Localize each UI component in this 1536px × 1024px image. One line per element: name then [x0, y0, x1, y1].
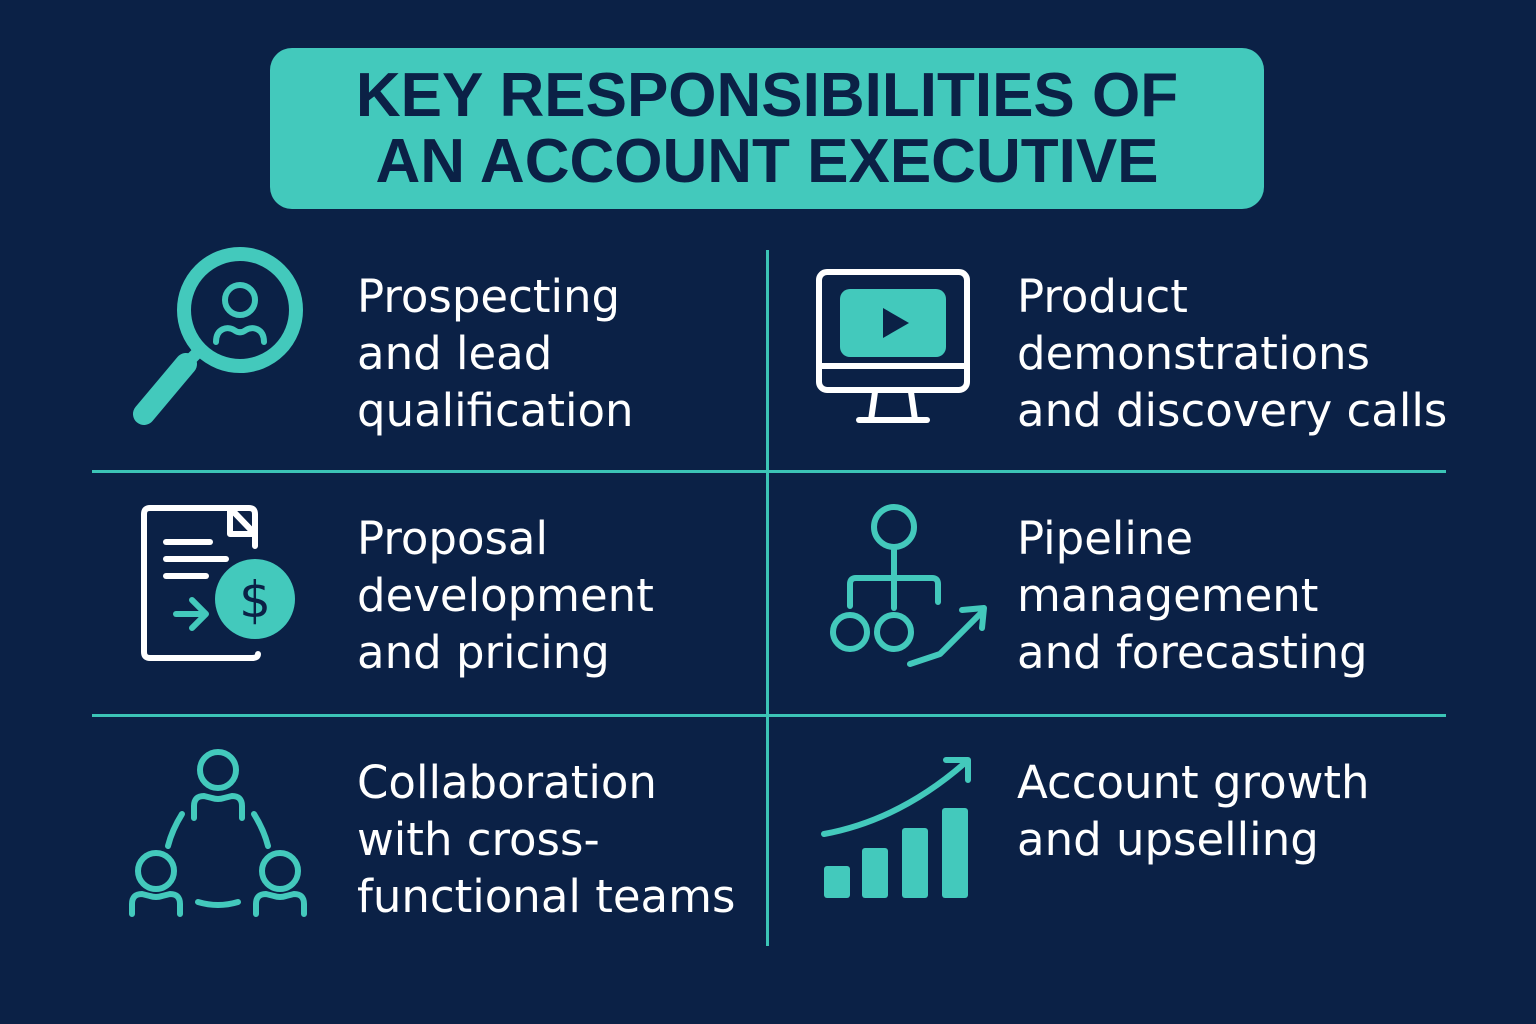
pipeline-hierarchy-icon: [826, 502, 996, 676]
title-line-2: AN ACCOUNT EXECUTIVE: [375, 126, 1159, 196]
monitor-play-icon: [815, 268, 975, 432]
title-banner: KEY RESPONSIBILITIES OF AN ACCOUNT EXECU…: [270, 48, 1264, 209]
responsibility-label: Proposal development and pricing: [357, 512, 654, 679]
magnifier-person-icon: [130, 246, 310, 440]
responsibility-label: Account growth and upselling: [1017, 756, 1370, 866]
svg-text:$: $: [239, 571, 271, 629]
horizontal-divider-1: [92, 470, 1446, 473]
responsibility-label: Prospecting and lead qualification: [357, 270, 634, 437]
title-line-1: KEY RESPONSIBILITIES OF: [355, 60, 1179, 130]
responsibility-label: Product demonstrations and discovery cal…: [1017, 270, 1448, 437]
document-dollar-icon: $: [140, 504, 310, 668]
horizontal-divider-2: [92, 714, 1446, 717]
team-collaboration-icon: [129, 746, 310, 930]
growth-chart-icon: [820, 752, 980, 906]
responsibility-label: Pipeline management and forecasting: [1017, 512, 1368, 679]
vertical-divider: [766, 250, 769, 946]
responsibility-label: Collaboration with cross- functional tea…: [357, 756, 736, 923]
